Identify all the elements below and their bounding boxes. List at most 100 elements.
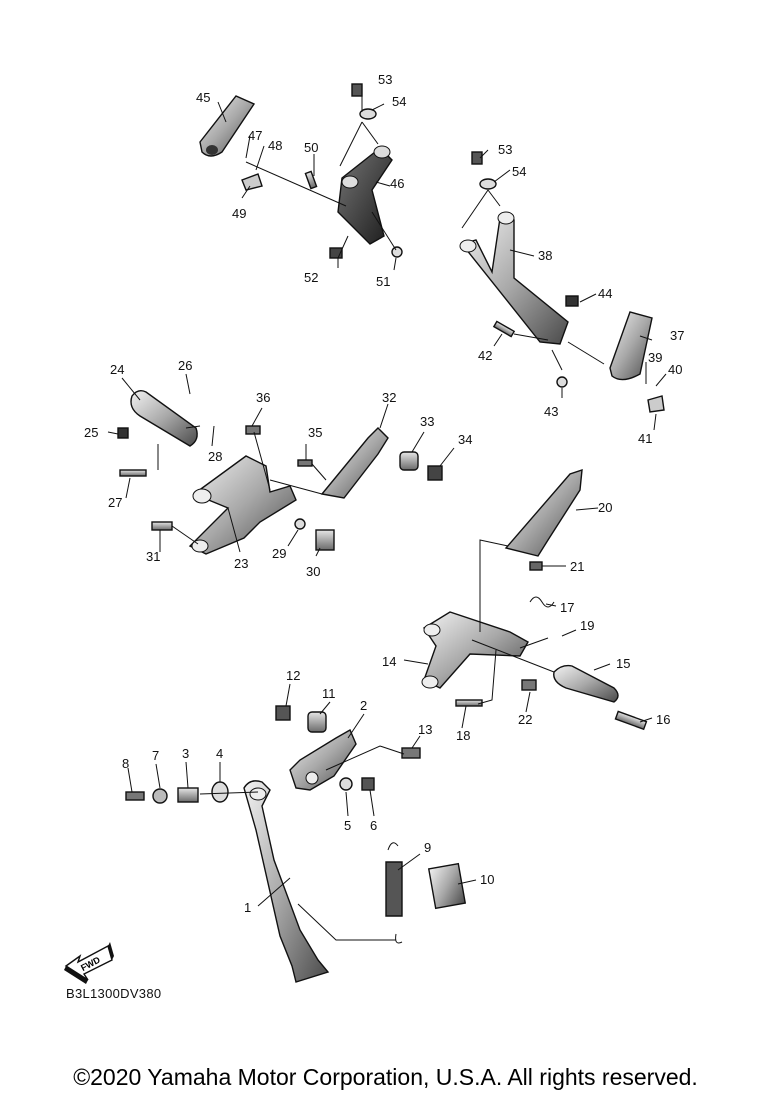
callout-37[interactable]: 37	[670, 328, 684, 343]
part-15-footpeg	[553, 664, 619, 703]
part-20-heel-guard	[504, 468, 583, 557]
callout-35[interactable]: 35	[308, 425, 322, 440]
part-10-cover	[427, 862, 467, 910]
part-37-footpeg	[609, 311, 653, 381]
drawing-code: B3L1300DV380	[66, 986, 162, 1001]
callout-17[interactable]: 17	[560, 600, 574, 615]
callout-39[interactable]: 39	[648, 350, 662, 365]
callout-53-top[interactable]: 53	[378, 72, 392, 87]
part-4-washer	[211, 781, 229, 803]
callout-45[interactable]: 45	[196, 90, 210, 105]
callout-16[interactable]: 16	[656, 712, 670, 727]
part-23-bracket	[188, 455, 297, 555]
part-34-nut	[427, 465, 443, 481]
callout-8[interactable]: 8	[122, 756, 129, 771]
callout-6[interactable]: 6	[370, 818, 377, 833]
callout-53-right[interactable]: 53	[498, 142, 512, 157]
callout-25[interactable]: 25	[84, 425, 98, 440]
part-43-washer	[556, 376, 568, 388]
part-38-bracket	[459, 211, 569, 345]
parts	[117, 83, 665, 983]
callout-43[interactable]: 43	[544, 404, 558, 419]
callouts: 1 2 3 4 5 6 7 8 9 10 11 12 13 14 15 16 1…	[84, 72, 684, 915]
callout-20[interactable]: 20	[598, 500, 612, 515]
callout-27[interactable]: 27	[108, 495, 122, 510]
part-35-bolt	[297, 459, 313, 467]
part-24-footpeg	[130, 389, 198, 447]
callout-21[interactable]: 21	[570, 559, 584, 574]
copyright-notice: ©2020 Yamaha Motor Corporation, U.S.A. A…	[73, 1064, 698, 1090]
callout-44[interactable]: 44	[598, 286, 612, 301]
part-5-washer	[339, 777, 353, 791]
callout-22[interactable]: 22	[518, 712, 532, 727]
part-46-bracket	[337, 145, 393, 245]
callout-41[interactable]: 41	[638, 431, 652, 446]
callout-29[interactable]: 29	[272, 546, 286, 561]
callout-30[interactable]: 30	[306, 564, 320, 579]
part-30-bolt	[315, 529, 335, 551]
callout-13[interactable]: 13	[418, 722, 432, 737]
part-14-bracket	[421, 611, 529, 689]
part-45-footpeg	[199, 95, 256, 157]
callout-11[interactable]: 11	[322, 686, 336, 701]
callout-3[interactable]: 3	[182, 746, 189, 761]
callout-10[interactable]: 10	[480, 872, 494, 887]
callout-5[interactable]: 5	[344, 818, 351, 833]
callout-18[interactable]: 18	[456, 728, 470, 743]
callout-52[interactable]: 52	[304, 270, 318, 285]
leader-lines	[107, 96, 667, 941]
part-41-clip	[647, 395, 665, 413]
part-21-bolt	[529, 561, 543, 571]
part-53-bolt-right	[471, 151, 483, 165]
callout-46[interactable]: 46	[390, 176, 404, 191]
callout-36[interactable]: 36	[256, 390, 270, 405]
callout-42[interactable]: 42	[478, 348, 492, 363]
part-44-nut	[565, 295, 579, 307]
part-52-nut	[329, 247, 343, 259]
part-50-bolt	[304, 170, 318, 190]
callout-51[interactable]: 51	[376, 274, 390, 289]
callout-7[interactable]: 7	[152, 748, 159, 763]
callout-47[interactable]: 47	[248, 128, 262, 143]
part-22-bolt	[521, 679, 537, 691]
part-17-spring	[529, 596, 555, 608]
part-16-bolt	[614, 710, 648, 731]
callout-50[interactable]: 50	[304, 140, 318, 155]
callout-24[interactable]: 24	[110, 362, 124, 377]
callout-4[interactable]: 4	[216, 746, 223, 761]
part-13-bolt	[401, 747, 421, 759]
callout-12[interactable]: 12	[286, 668, 300, 683]
part-42-bolt	[492, 320, 516, 338]
fwd-arrow-icon: FWD	[64, 942, 114, 984]
parts-diagram: 1 2 3 4 5 6 7 8 9 10 11 12 13 14 15 16 1…	[64, 72, 684, 984]
callout-23[interactable]: 23	[234, 556, 248, 571]
part-9-spring	[385, 842, 403, 944]
callout-48[interactable]: 48	[268, 138, 282, 153]
part-51-washer	[391, 246, 403, 258]
part-31-bolt	[151, 521, 173, 531]
callout-33[interactable]: 33	[420, 414, 434, 429]
callout-32[interactable]: 32	[382, 390, 396, 405]
callout-34[interactable]: 34	[458, 432, 472, 447]
callout-54-top[interactable]: 54	[392, 94, 406, 109]
callout-28[interactable]: 28	[208, 449, 222, 464]
callout-14[interactable]: 14	[382, 654, 396, 669]
part-54-washer-upper	[359, 108, 377, 120]
part-25-nut	[117, 427, 129, 439]
callout-54-right[interactable]: 54	[512, 164, 526, 179]
callout-15[interactable]: 15	[616, 656, 630, 671]
callout-9[interactable]: 9	[424, 840, 431, 855]
part-49-clip	[241, 173, 263, 191]
callout-38[interactable]: 38	[538, 248, 552, 263]
part-29-washer	[294, 518, 306, 530]
callout-2[interactable]: 2	[360, 698, 367, 713]
callout-49[interactable]: 49	[232, 206, 246, 221]
callout-40[interactable]: 40	[668, 362, 682, 377]
callout-19[interactable]: 19	[580, 618, 594, 633]
callout-31[interactable]: 31	[146, 549, 160, 564]
part-36-bolt	[245, 425, 261, 435]
callout-26[interactable]: 26	[178, 358, 192, 373]
part-7-washer	[152, 788, 168, 804]
part-33-bushing	[399, 451, 419, 471]
callout-1[interactable]: 1	[244, 900, 251, 915]
